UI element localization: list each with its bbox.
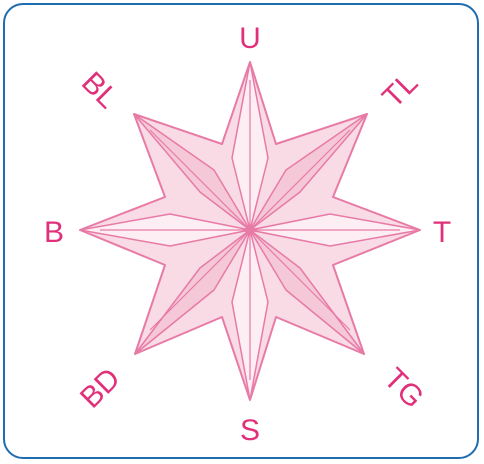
compass-center bbox=[245, 225, 255, 235]
label-northwest: BL bbox=[75, 66, 124, 115]
label-south: S bbox=[240, 414, 260, 447]
label-west: B bbox=[44, 216, 64, 249]
label-southeast: TG bbox=[377, 362, 430, 415]
label-east: T bbox=[433, 216, 451, 249]
label-southwest: BD bbox=[74, 362, 127, 415]
label-northeast: TL bbox=[376, 66, 424, 114]
label-north: U bbox=[239, 22, 261, 55]
